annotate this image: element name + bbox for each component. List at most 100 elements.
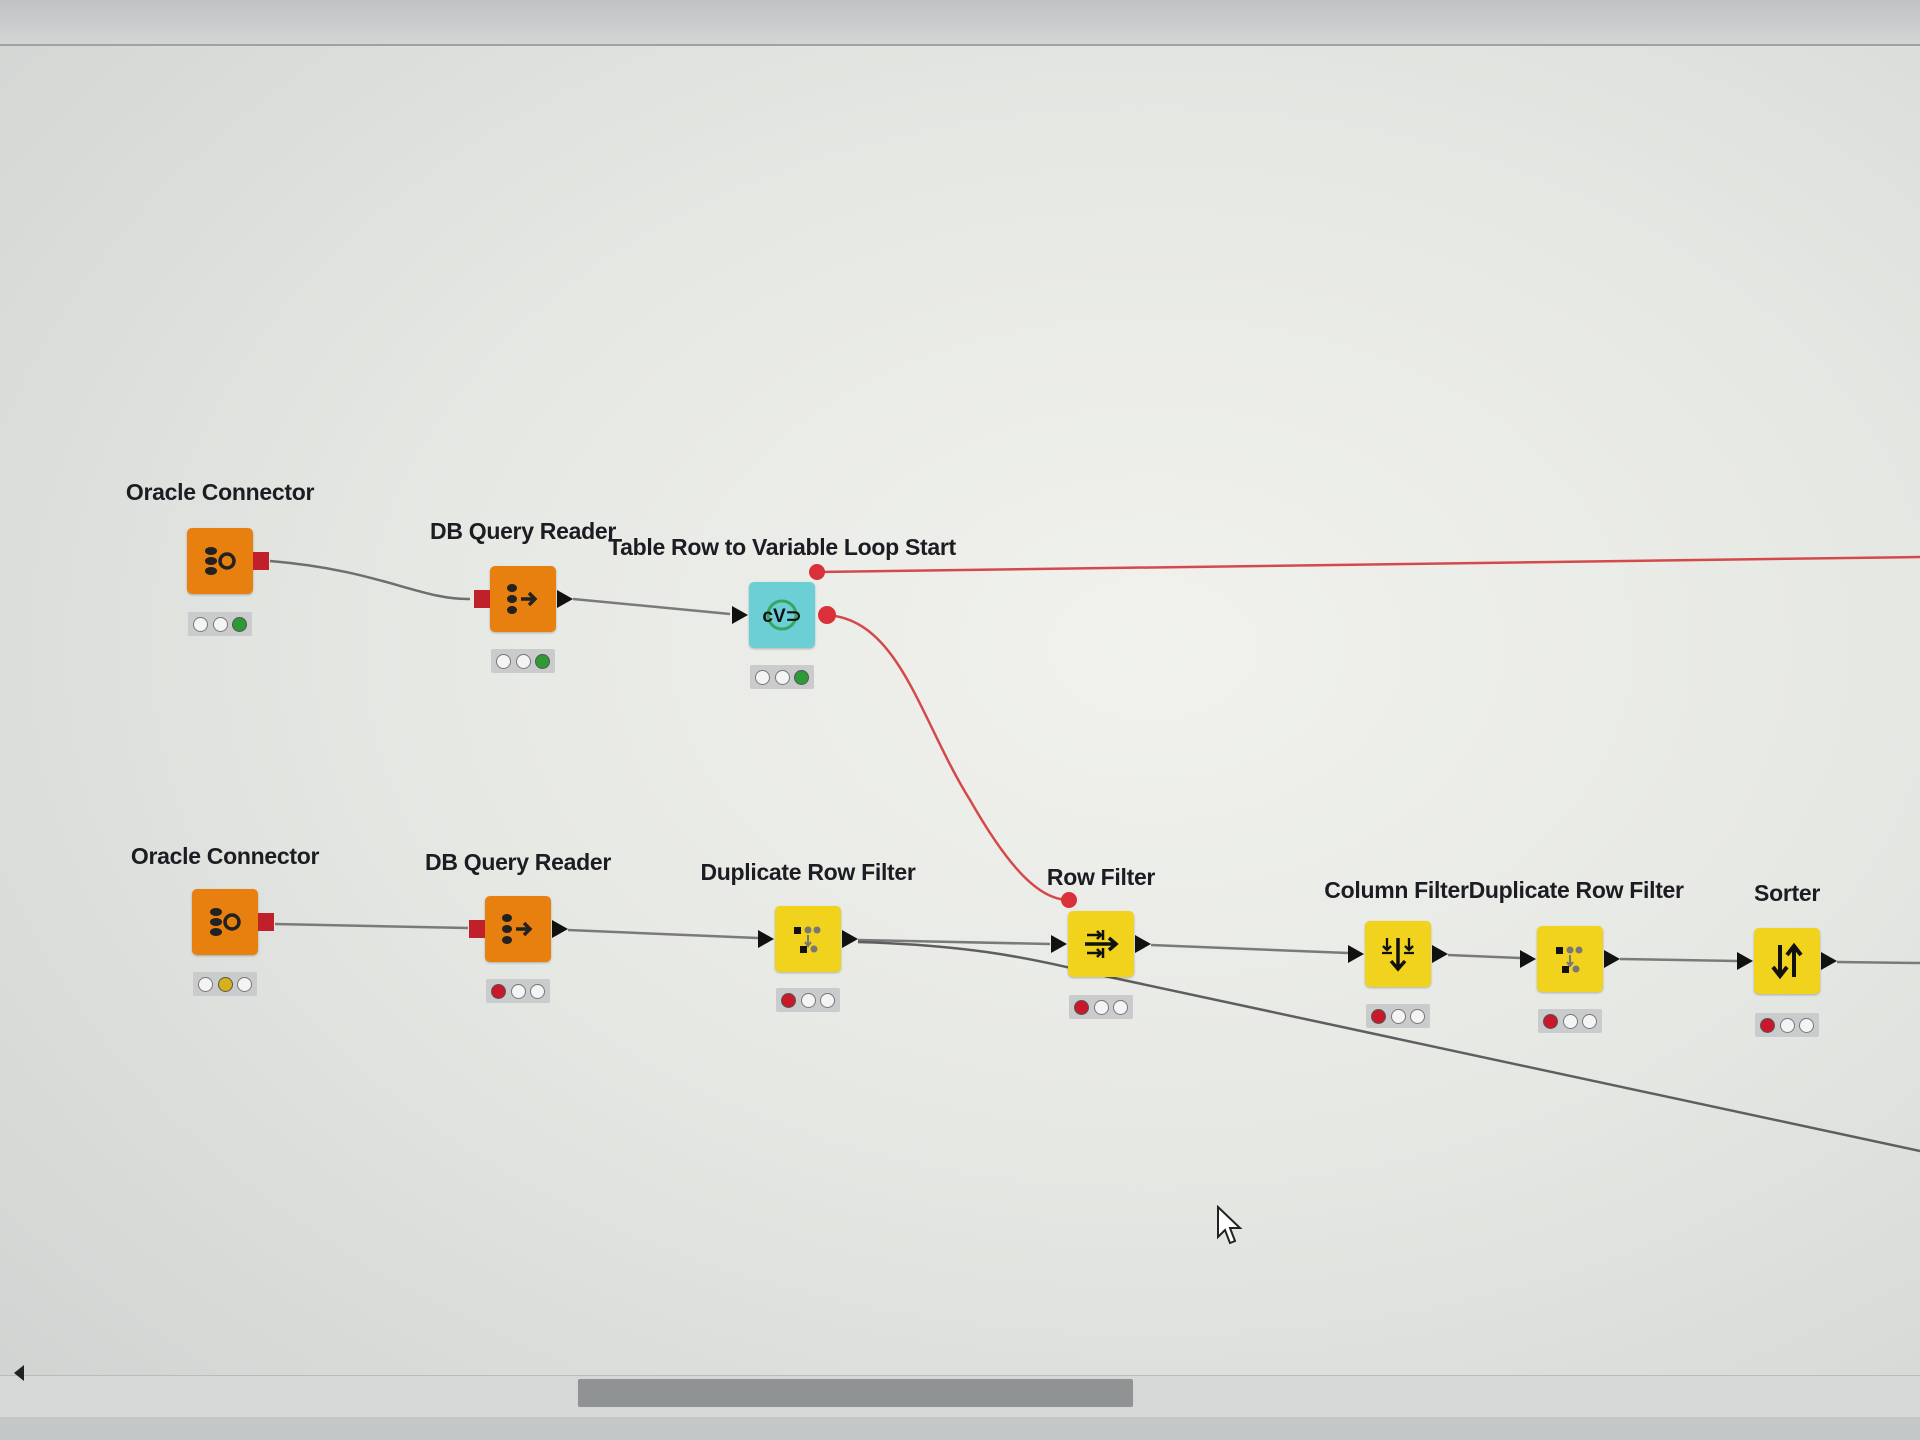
status-light [510,983,526,999]
variable-port-rowfilter-in[interactable] [1061,892,1077,908]
input-port[interactable] [758,930,774,948]
db-query-reader-icon [501,577,545,621]
connection-oracle-to-dbreader-2[interactable] [274,922,469,930]
status-light [1093,999,1109,1015]
node-label[interactable]: DB Query Reader [430,518,616,544]
output-port[interactable] [1135,935,1151,953]
node-row-filter[interactable] [1051,911,1151,977]
node-sorter[interactable] [1737,928,1837,994]
node-db-query-reader[interactable] [474,566,573,632]
duplicate-row-filter-icon [786,917,830,961]
status-light [800,992,816,1008]
connection-oracle-to-dbreader-1[interactable] [269,559,471,601]
status-light [1113,999,1129,1015]
node-label[interactable]: Sorter [1754,880,1820,906]
status-light [774,669,790,685]
node-database-connector[interactable] [187,528,269,594]
input-port[interactable] [1520,950,1536,968]
input-port[interactable] [732,606,748,624]
variable-connection-loop-top[interactable] [816,555,1920,574]
status-light [237,976,253,992]
status-light [495,653,511,669]
input-port[interactable] [469,920,485,938]
status-light [1582,1013,1598,1029]
svg-text:cV⊃: cV⊃ [762,606,801,627]
node-label[interactable]: Row Filter [1046,864,1156,890]
connection-duprow2-to-sorter[interactable] [1619,957,1738,963]
node-status-traffic-light [491,649,555,673]
input-port[interactable] [1737,952,1753,970]
status-light [535,653,551,669]
status-light [192,616,208,632]
database-connector-icon [203,900,247,944]
status-light [232,616,248,632]
node-status-traffic-light [1366,1004,1430,1028]
variable-port-loop-top[interactable] [809,564,825,580]
node-status-traffic-light [1069,995,1133,1019]
input-port[interactable] [474,590,490,608]
node-duplicate-row-filter[interactable] [1520,926,1620,992]
output-port[interactable] [842,930,858,948]
node-label[interactable]: DB Query Reader [425,849,611,875]
output-port[interactable] [552,920,568,938]
connection-rowfilter-to-columnfilter[interactable] [1150,943,1349,955]
output-port[interactable] [557,590,573,608]
output-port[interactable] [1604,950,1620,968]
node-status-traffic-light [1538,1009,1602,1033]
scrollbar-thumb[interactable] [578,1379,1133,1407]
status-light [1779,1017,1795,1033]
status-light [217,976,233,992]
node-label[interactable]: Oracle Connector [125,479,315,505]
node-status-traffic-light [776,988,840,1012]
status-light [780,992,796,1008]
row-filter-icon [1079,922,1123,966]
connection-duprow-to-rowfilter[interactable] [857,938,1051,946]
connection-dbreader-to-loopstart[interactable] [572,597,731,616]
node-label[interactable]: Table Row to Variable Loop Start [608,534,956,560]
variable-port-loop-out[interactable] [818,606,836,624]
node-label[interactable]: Oracle Connector [130,843,320,869]
column-filter-icon [1376,932,1420,976]
status-light [1390,1008,1406,1024]
db-query-reader-icon [496,907,540,951]
scroll-left-arrow-icon[interactable] [14,1365,24,1381]
status-light [1370,1008,1386,1024]
node-database-connector[interactable] [192,889,274,955]
output-port[interactable] [1821,952,1837,970]
status-bar [0,1417,1920,1440]
node-label[interactable]: Column FilterDuplicate Row Filter [1324,877,1684,903]
variable-connection-loop-to-rowfilter[interactable] [826,613,1070,902]
output-port[interactable] [1432,945,1448,963]
sorter-icon [1765,939,1809,983]
input-port[interactable] [1051,935,1067,953]
database-connector-icon [198,539,242,583]
status-light [212,616,228,632]
node-duplicate-row-filter[interactable] [758,906,858,972]
connection-sorter-out[interactable] [1836,960,1920,965]
node-loop-variable[interactable]: cV⊃ [732,582,815,648]
node-status-traffic-light [193,972,257,996]
duplicate-row-filter-icon [1548,937,1592,981]
status-light [1542,1013,1558,1029]
node-db-query-reader[interactable] [469,896,568,962]
input-port[interactable] [1348,945,1364,963]
status-light [530,983,546,999]
status-light [1562,1013,1578,1029]
status-light [754,669,770,685]
output-port[interactable] [253,552,269,570]
status-light [197,976,213,992]
connection-columnfilter-to-duprow2[interactable] [1447,953,1521,960]
status-light [490,983,506,999]
editor-tab-bar [0,0,1920,46]
node-status-traffic-light [750,665,814,689]
node-label[interactable]: Duplicate Row Filter [700,859,916,885]
node-status-traffic-light [188,612,252,636]
loop-variable-icon: cV⊃ [760,593,804,637]
connection-dbreader-to-duprow[interactable] [567,928,759,940]
output-port[interactable] [258,913,274,931]
mouse-cursor-icon [1217,1205,1243,1245]
status-light [1410,1008,1426,1024]
node-status-traffic-light [486,979,550,1003]
node-column-filter[interactable] [1348,921,1448,987]
